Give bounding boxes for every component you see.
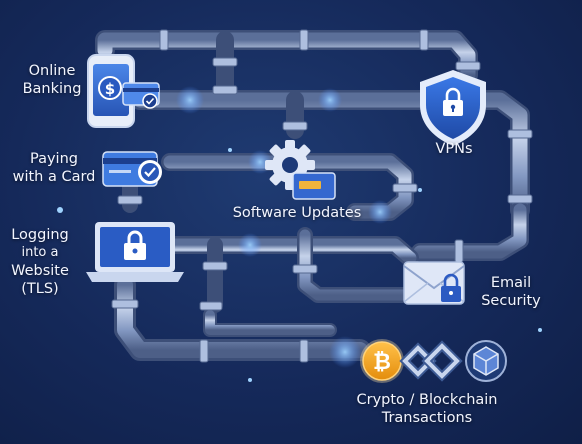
label-logging-website: Logging into a Website (TLS) [11,227,69,297]
label-crypto-blockchain: Crypto / Blockchain Transactions [356,392,498,426]
chain-link-icon [399,340,463,382]
gear-card-icon [265,140,336,200]
label-software-updates: Software Updates [232,205,362,221]
bitcoin-icon: ₿ [360,339,404,383]
label-vpns: VPNs [435,141,473,157]
credit-card-check-icon [102,151,162,187]
label-online-banking: Online Banking [22,63,82,97]
label-email-security: Email Security [481,275,541,309]
svg-text:$: $ [105,80,115,98]
shield-lock-icon [420,70,486,146]
svg-text:₿: ₿ [373,350,391,375]
laptop-lock-icon [86,222,184,282]
pipe-collars [111,29,533,363]
envelope-lock-icon [403,261,465,305]
cube-block-icon [465,340,507,382]
label-paying-card: Paying with a Card [12,151,96,185]
phone-dollar-icon: $ [87,54,160,128]
